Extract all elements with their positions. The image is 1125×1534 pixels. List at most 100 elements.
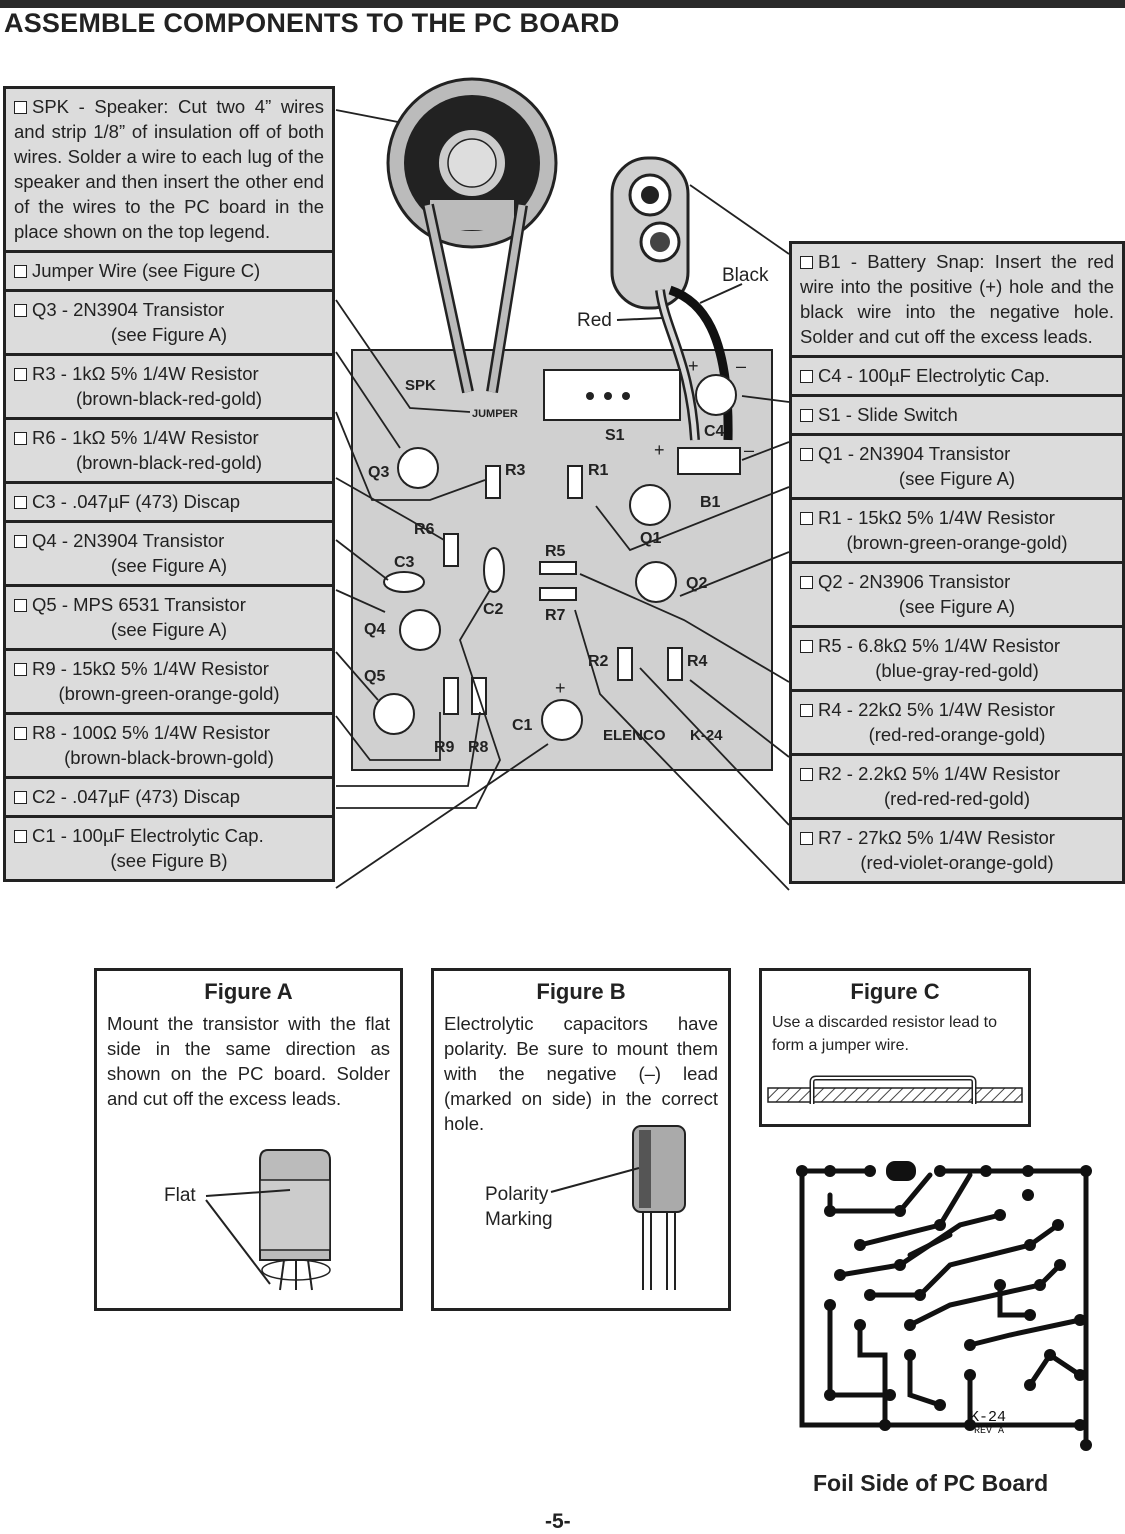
resistor-r9 [443,677,459,715]
cap-c4 [695,374,737,416]
black-wire-label: Black [722,265,769,286]
list-item-q1: Q1 - 2N3904 Transistor (see Figure A) [792,436,1122,500]
list-item-r2: R2 - 2.2kΩ 5% 1/4W Resistor (red-red-red… [792,756,1122,820]
figure-a-label: Flat [164,1185,196,1206]
list-item-q3: Q3 - 2N3904 Transistor (see Figure A) [6,292,332,356]
svg-text:R7: R7 [545,607,566,624]
discap-c3 [383,571,425,593]
label-b1: B1 [700,494,721,511]
svg-text:+: + [688,356,699,376]
figure-a-title: Figure A [204,979,293,1004]
figure-b-title: Figure B [536,979,626,1004]
list-item-r6: R6 - 1kΩ 5% 1/4W Resistor (brown-black-r… [6,420,332,484]
checkbox[interactable] [800,832,813,845]
transistor-q1 [629,484,671,526]
checkbox[interactable] [14,304,27,317]
checkbox[interactable] [800,640,813,653]
board-model: K-24 [690,727,723,744]
foil-model: K-24 [970,1409,1006,1426]
right-parts-list: B1 - Battery Snap: Insert the red wire i… [789,241,1125,884]
transistor-q5 [373,693,415,735]
checkbox[interactable] [14,663,27,676]
list-item-c1: C1 - 100µF Electrolytic Cap. (see Figure… [6,818,332,879]
checkbox[interactable] [800,576,813,589]
transistor-q2 [635,561,677,603]
list-item-s1: S1 - Slide Switch [792,397,1122,436]
checkbox[interactable] [14,368,27,381]
checkbox[interactable] [14,830,27,843]
label-c4: C4 [704,423,725,440]
svg-text:Q5: Q5 [364,668,385,685]
list-item-r9: R9 - 15kΩ 5% 1/4W Resistor (brown-green-… [6,651,332,715]
label-jumper: JUMPER [472,408,518,420]
leader-lines [335,109,790,891]
svg-text:Q4: Q4 [364,621,385,638]
svg-text:–: – [744,440,754,460]
checkbox[interactable] [14,432,27,445]
resistor-r7 [539,587,577,601]
svg-text:R9: R9 [434,739,455,756]
figure-a: Figure A Mount the transistor with the f… [94,968,403,1311]
checkbox[interactable] [14,535,27,548]
checkbox[interactable] [14,101,27,114]
electrolytic-capacitor-icon [550,1125,686,1290]
label-spk: SPK [405,377,436,394]
resistor-r5 [539,561,577,575]
svg-text:–: – [736,356,746,376]
foil-caption: Foil Side of PC Board [813,1470,1049,1496]
svg-text:Q3: Q3 [368,464,389,481]
left-parts-list: SPK - Speaker: Cut two 4” wires and stri… [3,86,335,882]
label-s1: S1 [605,427,625,444]
svg-text:R1: R1 [588,462,609,479]
svg-text:+: + [555,678,566,698]
checkbox[interactable] [14,599,27,612]
foil-side-diagram: K-24 REV A [796,1161,1092,1451]
svg-text:C3: C3 [394,554,415,571]
top-rule [0,0,1125,8]
jumper-wire-icon [767,1075,1023,1104]
checkbox[interactable] [800,512,813,525]
list-item-jumper: Jumper Wire (see Figure C) [6,253,332,292]
transistor-q3 [397,447,439,489]
red-wire [657,289,698,441]
checkbox[interactable] [800,370,813,383]
figure-b-label: Polarity Marking [485,1184,553,1230]
list-item-c2: C2 - .047µF (473) Discap [6,779,332,818]
list-item-r4: R4 - 22kΩ 5% 1/4W Resistor (red-red-oran… [792,692,1122,756]
resistor-r3 [485,465,501,499]
checkbox[interactable] [800,768,813,781]
battery-snap-icon [610,156,690,310]
list-item-q5: Q5 - MPS 6531 Transistor (see Figure A) [6,587,332,651]
list-item-r1: R1 - 15kΩ 5% 1/4W Resistor (brown-green-… [792,500,1122,564]
slide-switch-s1 [543,369,681,421]
checkbox[interactable] [14,791,27,804]
checkbox[interactable] [14,265,27,278]
svg-text:R8: R8 [468,739,489,756]
list-item-q2: Q2 - 2N3906 Transistor (see Figure A) [792,564,1122,628]
svg-text:+: + [654,440,665,460]
checkbox[interactable] [800,448,813,461]
resistor-r4 [667,647,683,681]
list-item-b1: B1 - Battery Snap: Insert the red wire i… [792,244,1122,358]
svg-text:R2: R2 [588,653,609,670]
figure-b-text: Electrolytic capacitors have polarity. B… [444,1013,718,1134]
list-item-c3: C3 - .047µF (473) Discap [6,484,332,523]
svg-text:R3: R3 [505,462,526,479]
checkbox[interactable] [800,409,813,422]
list-item-r5: R5 - 6.8kΩ 5% 1/4W Resistor (blue-gray-r… [792,628,1122,692]
list-item-r7: R7 - 27kΩ 5% 1/4W Resistor (red-violet-o… [792,820,1122,881]
discap-c2 [483,547,505,593]
list-item-spk: SPK - Speaker: Cut two 4” wires and stri… [6,89,332,253]
svg-text:R5: R5 [545,543,566,560]
page-title: ASSEMBLE COMPONENTS TO THE PC BOARD [4,8,620,38]
checkbox[interactable] [800,704,813,717]
red-wire-label: Red [577,310,612,331]
resistor-r1 [567,465,583,499]
page-number: -5- [545,1510,571,1533]
checkbox[interactable] [14,496,27,509]
checkbox[interactable] [14,727,27,740]
svg-text:C2: C2 [483,601,504,618]
checkbox[interactable] [800,256,813,269]
assembly-drawing: Black Red SPK JUMPER S1 C4 + – + – B1 Q3… [335,77,790,891]
svg-text:Q1: Q1 [640,530,661,547]
